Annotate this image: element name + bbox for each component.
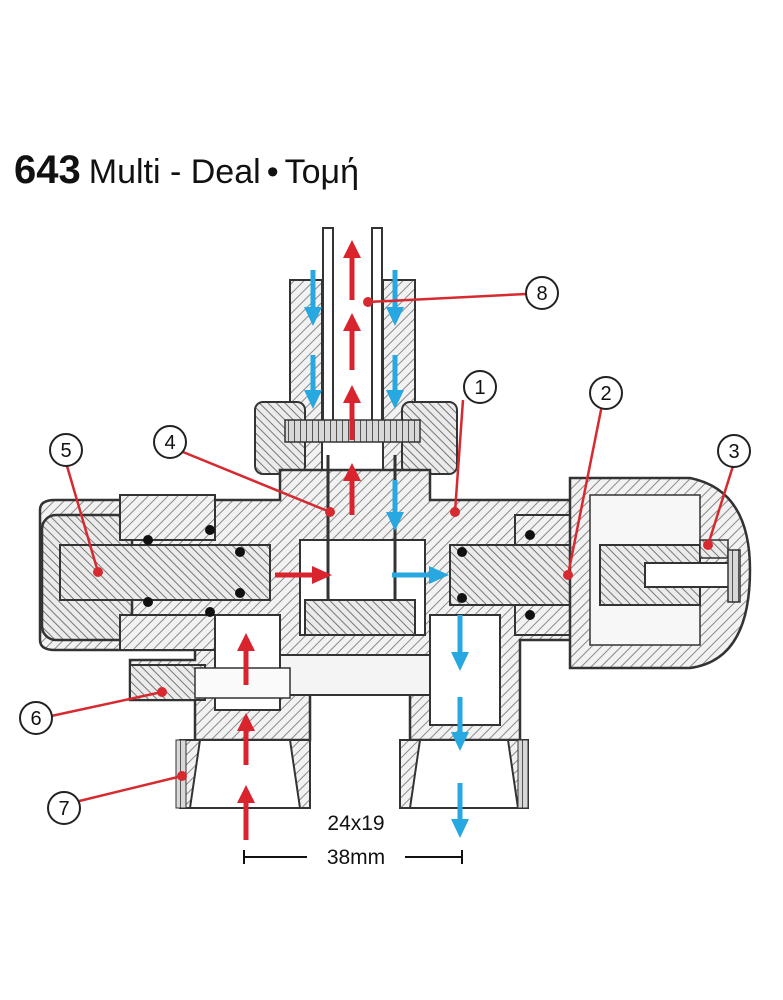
cold-arrow-down [386,480,404,531]
cold-flow-arrows [304,270,469,838]
callout-3: 3 [717,434,751,468]
callout-1: 1 [463,370,497,404]
hot-arrow-up [237,713,255,765]
svg-text:5: 5 [60,440,71,462]
hot-arrow-up [343,463,361,515]
callout-7: 7 [47,791,81,825]
callout-4: 4 [153,425,187,459]
svg-text:6: 6 [30,708,41,730]
spacing-dimension-line [243,850,463,864]
hot-arrow-right [275,566,332,584]
cold-arrow-down [451,697,469,751]
svg-text:1: 1 [474,377,485,399]
hot-arrow-up [343,385,361,440]
cold-arrow-down [386,270,404,326]
model-number: 643 [14,148,81,192]
title-subtitle: Τομή [284,153,360,191]
callout-2: 2 [589,376,623,410]
hot-arrow-up [237,785,255,840]
svg-text:7: 7 [58,798,69,820]
left-spindle [40,494,271,651]
cold-arrow-down [451,783,469,838]
svg-text:3: 3 [728,441,739,463]
hot-arrow-up [343,240,361,300]
right-spindle [449,476,752,670]
callout-6: 6 [19,701,53,735]
spacing-label: 38mm [327,846,385,869]
svg-text:2: 2 [600,383,611,405]
drain-plug [129,664,291,701]
cold-arrow-down [451,615,469,671]
threaded-outlets [175,739,529,809]
svg-text:4: 4 [164,432,175,454]
hot-arrow-up [343,313,361,370]
hot-arrow-up [237,633,255,685]
cold-arrow-right [392,566,449,584]
cold-arrow-down [304,355,322,409]
pipe-connector [254,279,458,481]
callout-leaders [41,292,735,806]
callout-5: 5 [49,433,83,467]
title-separator: • [266,153,279,191]
cold-arrow-down [386,355,404,409]
pipe-size-label: 24x19 [327,812,384,835]
callout-8: 8 [525,276,559,310]
hot-flow-arrows [237,240,361,840]
model-name: Multi - Deal [88,153,261,191]
cold-arrow-down [304,270,322,326]
svg-text:8: 8 [536,283,547,305]
